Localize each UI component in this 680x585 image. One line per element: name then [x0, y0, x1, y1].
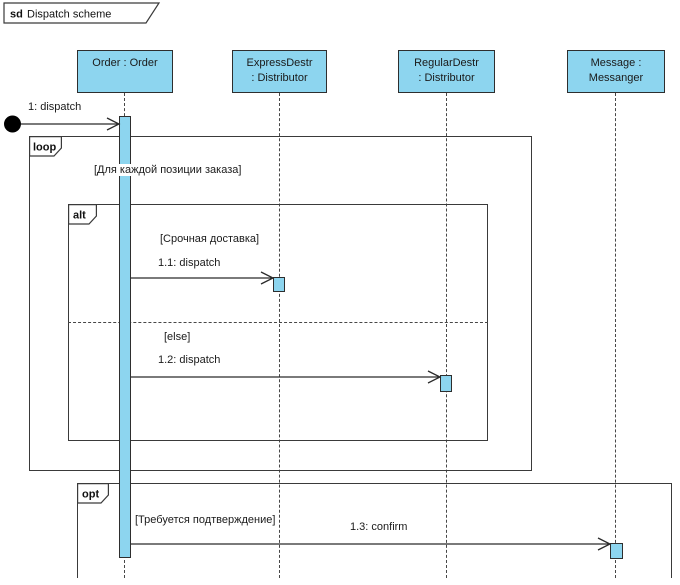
- alt-fragment-label: alt: [68, 204, 97, 225]
- lifeline-type: Messanger: [588, 72, 644, 84]
- loop-keyword: loop: [33, 142, 56, 154]
- found-message-endpoint[interactable]: [4, 115, 21, 133]
- lifeline-line-message: [615, 93, 616, 578]
- lifeline-line-regulardestr: [446, 93, 447, 578]
- alt-keyword: alt: [73, 210, 86, 222]
- lifeline-type: : Distributor: [251, 72, 308, 84]
- opt-fragment-label: opt: [77, 483, 109, 504]
- loop-guard: [Для каждой позиции заказа]: [92, 164, 244, 176]
- lifeline-name: RegularDestr: [414, 57, 479, 69]
- lifeline-head-expressdestr[interactable]: ExpressDestr : Distributor: [232, 50, 327, 93]
- lifeline-name: Message :: [590, 57, 642, 69]
- activation-bar-regulardestr[interactable]: [440, 375, 452, 392]
- activation-bar-expressdestr[interactable]: [273, 277, 285, 292]
- diagram-frame-tab: sd Dispatch scheme: [3, 2, 161, 24]
- frame-title: Dispatch scheme: [27, 9, 111, 21]
- opt-fragment-frame[interactable]: [77, 483, 672, 578]
- opt-keyword: opt: [82, 489, 99, 501]
- lifeline-name: ExpressDestr: [246, 57, 313, 69]
- message-1-label: 1: dispatch: [28, 101, 82, 113]
- alt-separator: [68, 322, 488, 323]
- alt-guard-else: [else]: [162, 331, 193, 343]
- activation-bar-order[interactable]: [119, 116, 131, 558]
- loop-fragment-label: loop: [29, 136, 63, 157]
- message-1-3-label: 1.3: confirm: [350, 521, 408, 533]
- alt-guard-if: [Срочная доставка]: [158, 233, 262, 245]
- loop-fragment-frame[interactable]: [29, 136, 532, 471]
- opt-guard: [Требуется подтверждение]: [133, 514, 278, 526]
- alt-label-shape: [68, 204, 97, 225]
- message-1-arrow[interactable]: [21, 117, 121, 131]
- activation-bar-message[interactable]: [610, 543, 623, 559]
- lifeline-head-order[interactable]: Order : Order: [77, 50, 173, 93]
- message-1-1-label: 1.1: dispatch: [158, 257, 221, 269]
- lifeline-name: Order : Order: [92, 57, 158, 69]
- lifeline-line-expressdestr: [279, 93, 280, 578]
- lifeline-head-regulardestr[interactable]: RegularDestr : Distributor: [398, 50, 495, 93]
- lifeline-type: : Distributor: [418, 72, 475, 84]
- frame-tab-shape: [3, 2, 161, 24]
- opt-label-shape: [77, 483, 109, 504]
- lifeline-head-message[interactable]: Message : Messanger: [567, 50, 665, 93]
- frame-keyword: sd: [10, 9, 23, 21]
- message-1-2-label: 1.2: dispatch: [158, 354, 221, 366]
- loop-label-shape: [29, 136, 63, 157]
